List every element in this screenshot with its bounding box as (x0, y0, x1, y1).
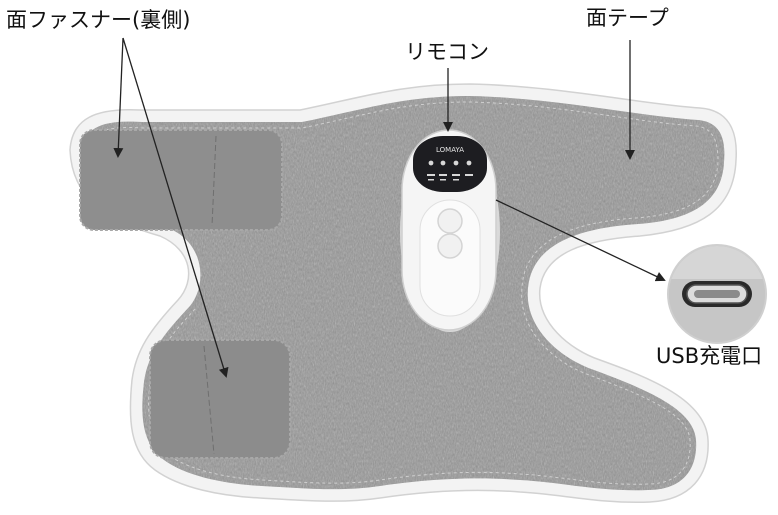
stitch-line (87, 101, 719, 485)
label-surface-tape: 面テープ (586, 6, 669, 30)
remote-control: LOMAYA (400, 129, 500, 332)
label-fastener-back: 面ファスナー(裏側) (6, 8, 191, 32)
fastener-patch-top (79, 129, 283, 231)
label-usb-port: USB充電口 (656, 344, 763, 368)
fastener-seam-top (211, 135, 217, 227)
remote-button-down (437, 233, 463, 259)
arrow-fastener-top (113, 37, 124, 158)
remote-button-up (437, 208, 463, 234)
fastener-patch-bottom (149, 339, 291, 459)
arrow-fastener-bottom (122, 37, 229, 378)
label-remote: リモコン (405, 40, 489, 64)
remote-brand: LOMAYA (436, 146, 464, 154)
remote-screen (413, 136, 487, 192)
leader-arrows (113, 37, 666, 378)
usb-port-detail (667, 244, 767, 344)
fastener-seam-bottom (203, 345, 215, 455)
remote-mode-icons (427, 160, 473, 181)
arrow-usb (495, 199, 666, 282)
